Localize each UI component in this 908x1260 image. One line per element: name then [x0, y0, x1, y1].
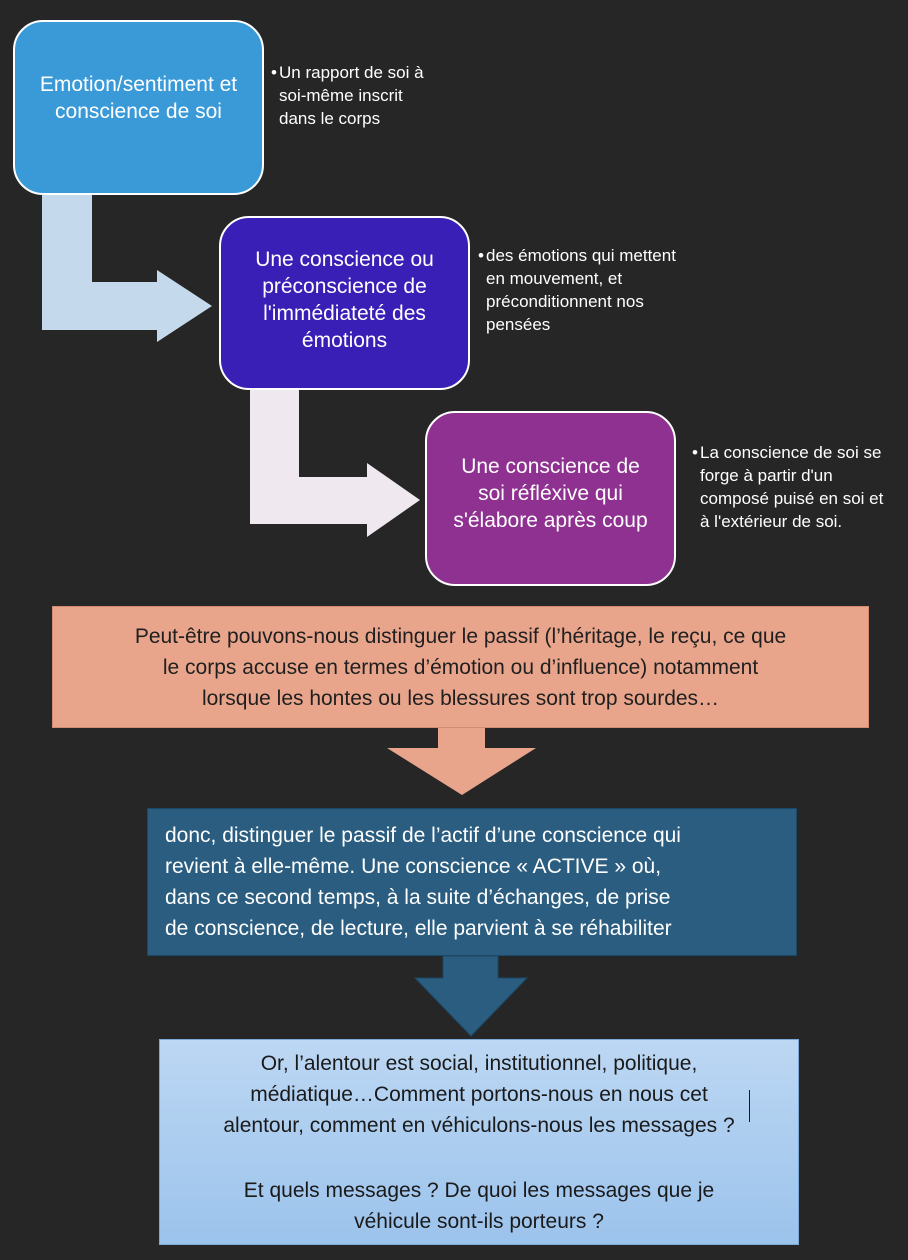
question-line-3: alentour, comment en véhiculons-nous les… — [223, 1113, 735, 1137]
passive-line-1: Peut-être pouvons-nous distinguer le pas… — [134, 624, 787, 648]
bullet: • — [478, 246, 484, 265]
passive-line-3: lorsque les hontes ou les blessures sont… — [201, 686, 720, 710]
bullet: • — [692, 443, 698, 462]
bent-arrow-2-shape — [250, 386, 420, 537]
step-label-1: Emotion/sentiment et conscience de soi — [39, 72, 238, 123]
question-line-6: véhicule sont-ils porteurs ? — [354, 1209, 604, 1233]
question-line-1: Or, l’alentour est social, institutionne… — [260, 1051, 698, 1075]
step-note-1-text: Un rapport de soi à soi-même inscrit dan… — [279, 63, 424, 128]
bent-arrow-1-shape — [42, 192, 212, 342]
text-cursor — [749, 1090, 750, 1122]
active-box: donc, distinguer le passif de l’actif d’… — [147, 808, 797, 956]
active-line-4: de conscience, de lecture, elle parvient… — [165, 917, 672, 940]
passive-box-text: Peut-être pouvons-nous distinguer le pas… — [135, 621, 786, 714]
active-box-text: donc, distinguer le passif de l’actif d’… — [165, 820, 681, 944]
passive-line-2: le corps accuse en termes d’émotion ou d… — [162, 655, 759, 679]
active-line-1: donc, distinguer le passif de l’actif d’… — [165, 824, 681, 847]
step-box-reflexive: Une conscience de soi réfléxive qui s'él… — [425, 411, 676, 586]
passive-box: Peut-être pouvons-nous distinguer le pas… — [52, 606, 869, 728]
question-box-text: Or, l’alentour est social, institutionne… — [223, 1048, 734, 1237]
step-note-1: • Un rapport de soi à soi-même inscrit d… — [271, 61, 429, 130]
active-line-2: revient à elle-même. Une conscience « AC… — [165, 855, 662, 878]
step-note-3-text: La conscience de soi se forge à partir d… — [700, 443, 884, 531]
step-box-emotion: Emotion/sentiment et conscience de soi — [13, 20, 264, 195]
step-label-2: Une conscience ou préconscience de l'imm… — [255, 248, 434, 352]
question-line-5: Et quels messages ? De quoi les messages… — [243, 1178, 715, 1202]
question-line-2: médiatique…Comment portons-nous en nous … — [250, 1082, 708, 1106]
step-box-preconscience: Une conscience ou préconscience de l'imm… — [219, 216, 470, 390]
step-note-2-text: des émotions qui mettent en mouvement, e… — [486, 246, 676, 334]
step-label-3: Une conscience de soi réfléxive qui s'él… — [453, 455, 648, 532]
question-line-4 — [223, 1141, 734, 1175]
active-line-3: dans ce second temps, à la suite d’échan… — [165, 886, 671, 909]
step-note-2: • des émotions qui mettent en mouvement,… — [478, 244, 696, 336]
bullet: • — [271, 63, 277, 82]
step-note-3: • La conscience de soi se forge à partir… — [692, 441, 890, 533]
question-box: Or, l’alentour est social, institutionne… — [159, 1039, 799, 1245]
